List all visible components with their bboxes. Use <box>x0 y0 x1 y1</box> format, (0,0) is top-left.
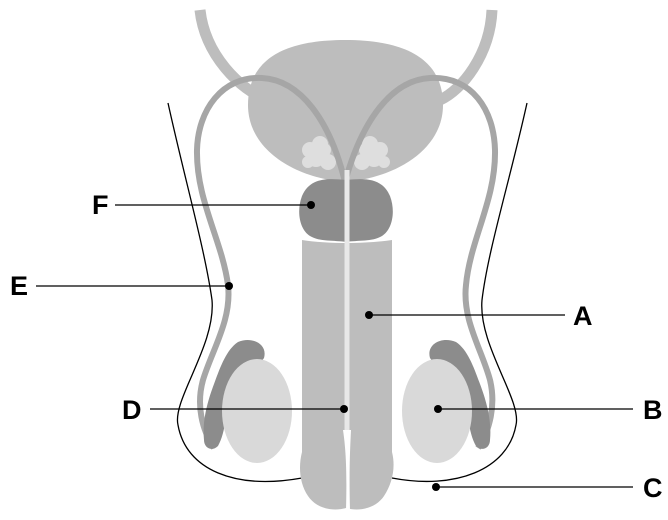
leader-dot-f <box>307 201 315 209</box>
leader-dot-a <box>365 311 373 319</box>
label-c: C <box>643 475 663 502</box>
label-d: D <box>122 397 142 424</box>
label-e: E <box>10 273 28 300</box>
label-a: A <box>573 303 593 330</box>
leader-dot-e <box>225 282 233 290</box>
leader-dot-d <box>340 405 348 413</box>
leader-dot-c <box>432 483 440 491</box>
label-f: F <box>92 192 109 219</box>
bladder <box>248 40 443 182</box>
leader-dot-b <box>434 405 442 413</box>
testis-left <box>222 359 292 463</box>
label-b: B <box>643 397 663 424</box>
